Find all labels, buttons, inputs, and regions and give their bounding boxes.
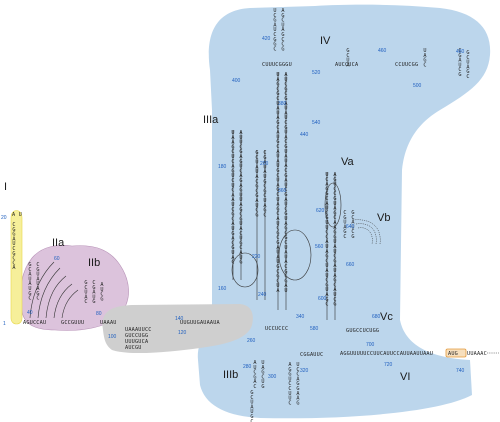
label-VI: VI: [400, 371, 410, 383]
tertiary-arcs-Vb: [352, 219, 381, 245]
pos-500: 500: [413, 83, 422, 89]
stem-I-loop: A U: [12, 212, 22, 218]
label-Va: Va: [341, 156, 355, 168]
label-Vb: Vb: [377, 212, 390, 224]
seq-iv-left: CUUUCGGGU: [262, 62, 292, 68]
stem-Vb-2: GCAUCG: [350, 210, 356, 239]
pos-140: 140: [175, 316, 184, 322]
seq-iv-right: AUCCUCA: [335, 62, 359, 68]
stem-linker-4: AUCGU: [125, 345, 142, 351]
stem-IIb-1: GCUAC: [83, 280, 89, 304]
seq-linker-mid: UAAAU: [100, 320, 117, 326]
pos-400: 400: [232, 78, 241, 84]
internal-loop-IV: [278, 229, 312, 281]
pos-20: 20: [1, 215, 7, 221]
stem-IIIb-2: UAGCUG: [260, 360, 266, 389]
pos-320: 320: [300, 368, 309, 374]
pos-700: 700: [366, 342, 375, 348]
seq-iib-base: GCCGUUU: [61, 320, 84, 326]
label-Vc: Vc: [380, 311, 393, 323]
stem-linker-3: UUUGUCA: [125, 339, 149, 345]
pos-740: 740: [456, 368, 465, 374]
pos-600: 600: [318, 296, 327, 302]
seq-iiib-base: CGGAUUC: [300, 352, 323, 358]
pos-360: 360: [278, 188, 287, 194]
label-IIIb: IIIb: [223, 369, 238, 381]
pos-720: 720: [384, 362, 393, 368]
label-IIb: IIb: [88, 257, 100, 269]
pos-240: 240: [258, 292, 267, 298]
stem-IIb-2: CGAUG: [91, 280, 97, 304]
stem-linker-1: UAAAUUCC: [125, 327, 152, 333]
pos-460: 460: [378, 48, 387, 54]
pos-660: 660: [346, 262, 355, 268]
pos-480: 480: [456, 49, 465, 55]
stem-backbone-IV: [277, 72, 287, 310]
internal-loop-IIIa: [231, 252, 259, 288]
seq-vi-leader: AGGUUUUUCCUUCAUUCCAUUAAUUAAU: [340, 351, 433, 357]
seq-after-aug: UUAAAC: [467, 351, 487, 357]
stem-IV-hairpin-a: GCUA: [345, 48, 351, 67]
domain-III-VI-background: [197, 4, 491, 419]
pos-1: 1: [3, 321, 6, 327]
stem-linker-2: GUCCUGG: [125, 333, 148, 339]
pos-640: 640: [346, 224, 355, 230]
seq-linker-5p: AGUCCAU: [23, 320, 46, 326]
tertiary-arcs-II: [29, 261, 79, 319]
pos-560: 560: [315, 244, 324, 250]
stem-IV-hairpin-c: CGAUCG: [457, 48, 463, 77]
stem-IIIb-5: GCUAUGC: [249, 390, 255, 422]
seq-vc-stem: GUGCCUCUGG: [346, 328, 379, 334]
stem-IIIb-4: UCCAGGAAG: [295, 362, 301, 405]
pos-680: 680: [372, 314, 381, 320]
stem-backbone-Va: [326, 172, 336, 320]
stem-Vb-1: CGUAGC: [342, 210, 348, 239]
stem-IIIb-3: AGGUCCUUC: [287, 362, 293, 405]
stem-backbone-IIIa: [232, 130, 266, 300]
pos-580: 580: [310, 326, 319, 332]
stem-IIIb-1: AUCGAC: [252, 360, 258, 389]
pos-340: 340: [296, 314, 305, 320]
seq-linker-main: UUGUUGAUAAUA: [180, 320, 221, 326]
pos-440: 440: [300, 132, 309, 138]
domain-I-background: [10, 210, 23, 325]
pos-280: 280: [243, 364, 252, 370]
internal-loop-Va: [324, 182, 342, 228]
pos-80: 80: [96, 311, 102, 317]
stem-IV-hairpin-d: GCUAGC: [465, 50, 471, 79]
pos-300: 300: [268, 374, 277, 380]
stem-I: CGGAUCGCCA: [11, 222, 17, 270]
pos-420: 420: [262, 36, 271, 42]
stem-IV-hairpin-b: UAGC: [422, 48, 428, 67]
start-codon-box: [445, 348, 467, 358]
label-IIa: IIa: [52, 237, 65, 249]
pos-100: 100: [108, 334, 117, 340]
stem-IV-2: AGCUAGCCG: [280, 8, 286, 51]
pos-520: 520: [312, 70, 321, 76]
label-IIIa: IIIa: [203, 114, 219, 126]
label-I: I: [4, 181, 7, 193]
pos-160: 160: [218, 286, 227, 292]
label-IV: IV: [320, 35, 331, 47]
pos-380: 380: [278, 101, 287, 107]
pos-200: 200: [260, 161, 269, 167]
seq-iv-far: CCUUCGG: [395, 62, 418, 68]
pos-120: 120: [178, 330, 187, 336]
stem-IIa-1: GCAUAUGC: [27, 262, 33, 300]
stem-IIb-3: AUCG: [99, 282, 105, 301]
linker-background: [102, 304, 253, 354]
seq-iiib-junction: UCCUCCC: [265, 326, 288, 332]
seq-start-codon: AUG: [448, 351, 458, 357]
stem-IV-1: UCGAUCGGC: [272, 8, 278, 51]
stem-IIa-2: CGUAUAGC: [35, 262, 41, 300]
pos-260: 260: [247, 338, 256, 344]
pos-40: 40: [27, 310, 33, 316]
pos-60: 60: [54, 256, 60, 262]
pos-540: 540: [312, 120, 321, 126]
pos-620: 620: [316, 208, 325, 214]
pos-180: 180: [218, 164, 227, 170]
pos-220: 220: [252, 254, 261, 260]
